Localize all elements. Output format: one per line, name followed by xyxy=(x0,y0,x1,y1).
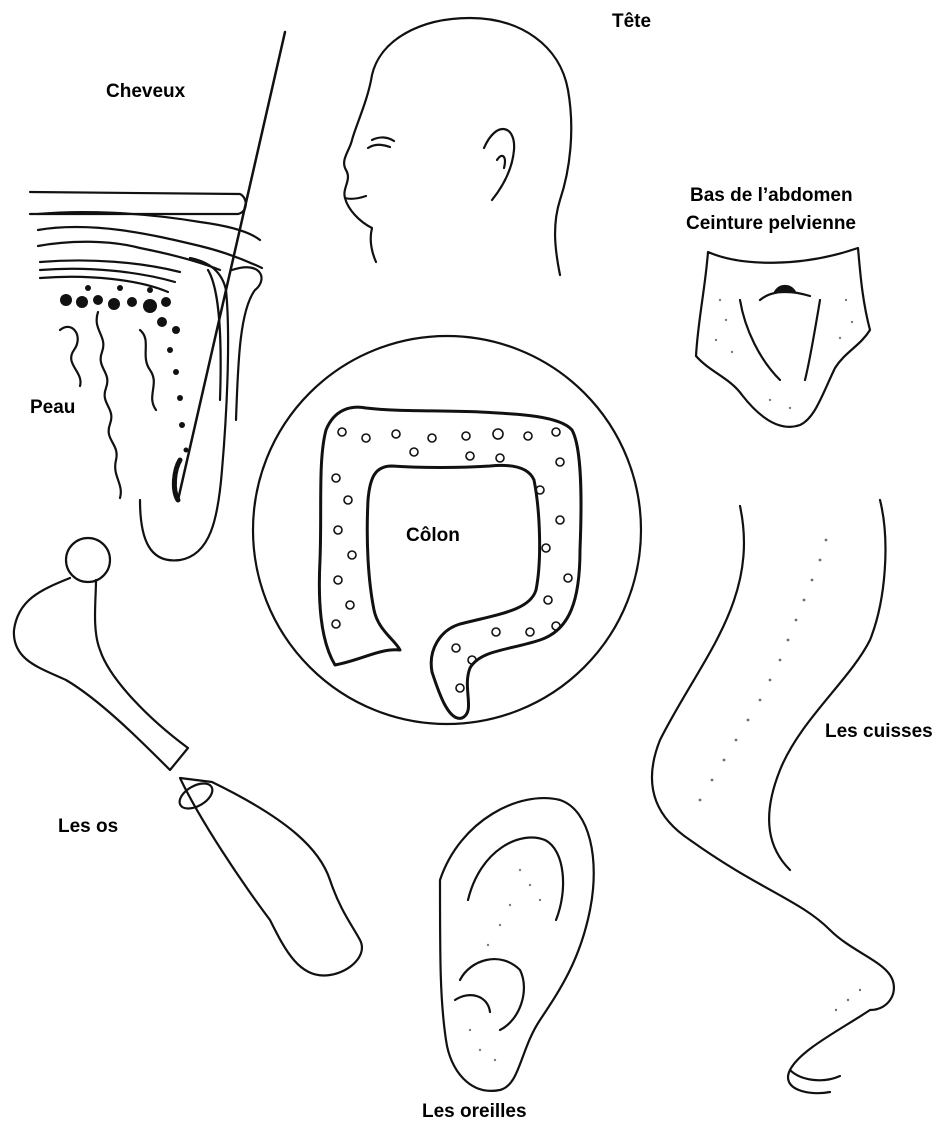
label-abdomen-line1: Bas de l’abdomen xyxy=(690,184,853,208)
label-bones: Les os xyxy=(58,815,118,839)
label-ears: Les oreilles xyxy=(422,1100,527,1124)
bones-illustration xyxy=(14,538,362,976)
label-hair: Cheveux xyxy=(106,80,185,104)
skin-section-illustration xyxy=(30,32,285,560)
head-illustration xyxy=(344,18,571,275)
label-skin: Peau xyxy=(30,396,75,420)
label-thighs: Les cuisses xyxy=(825,720,933,744)
label-colon: Côlon xyxy=(406,524,460,548)
pelvis-illustration xyxy=(696,248,870,427)
label-head: Tête xyxy=(612,10,651,34)
leg-illustration xyxy=(652,500,894,1093)
label-abdomen-line2: Ceinture pelvienne xyxy=(686,212,856,236)
ear-illustration xyxy=(440,798,594,1091)
